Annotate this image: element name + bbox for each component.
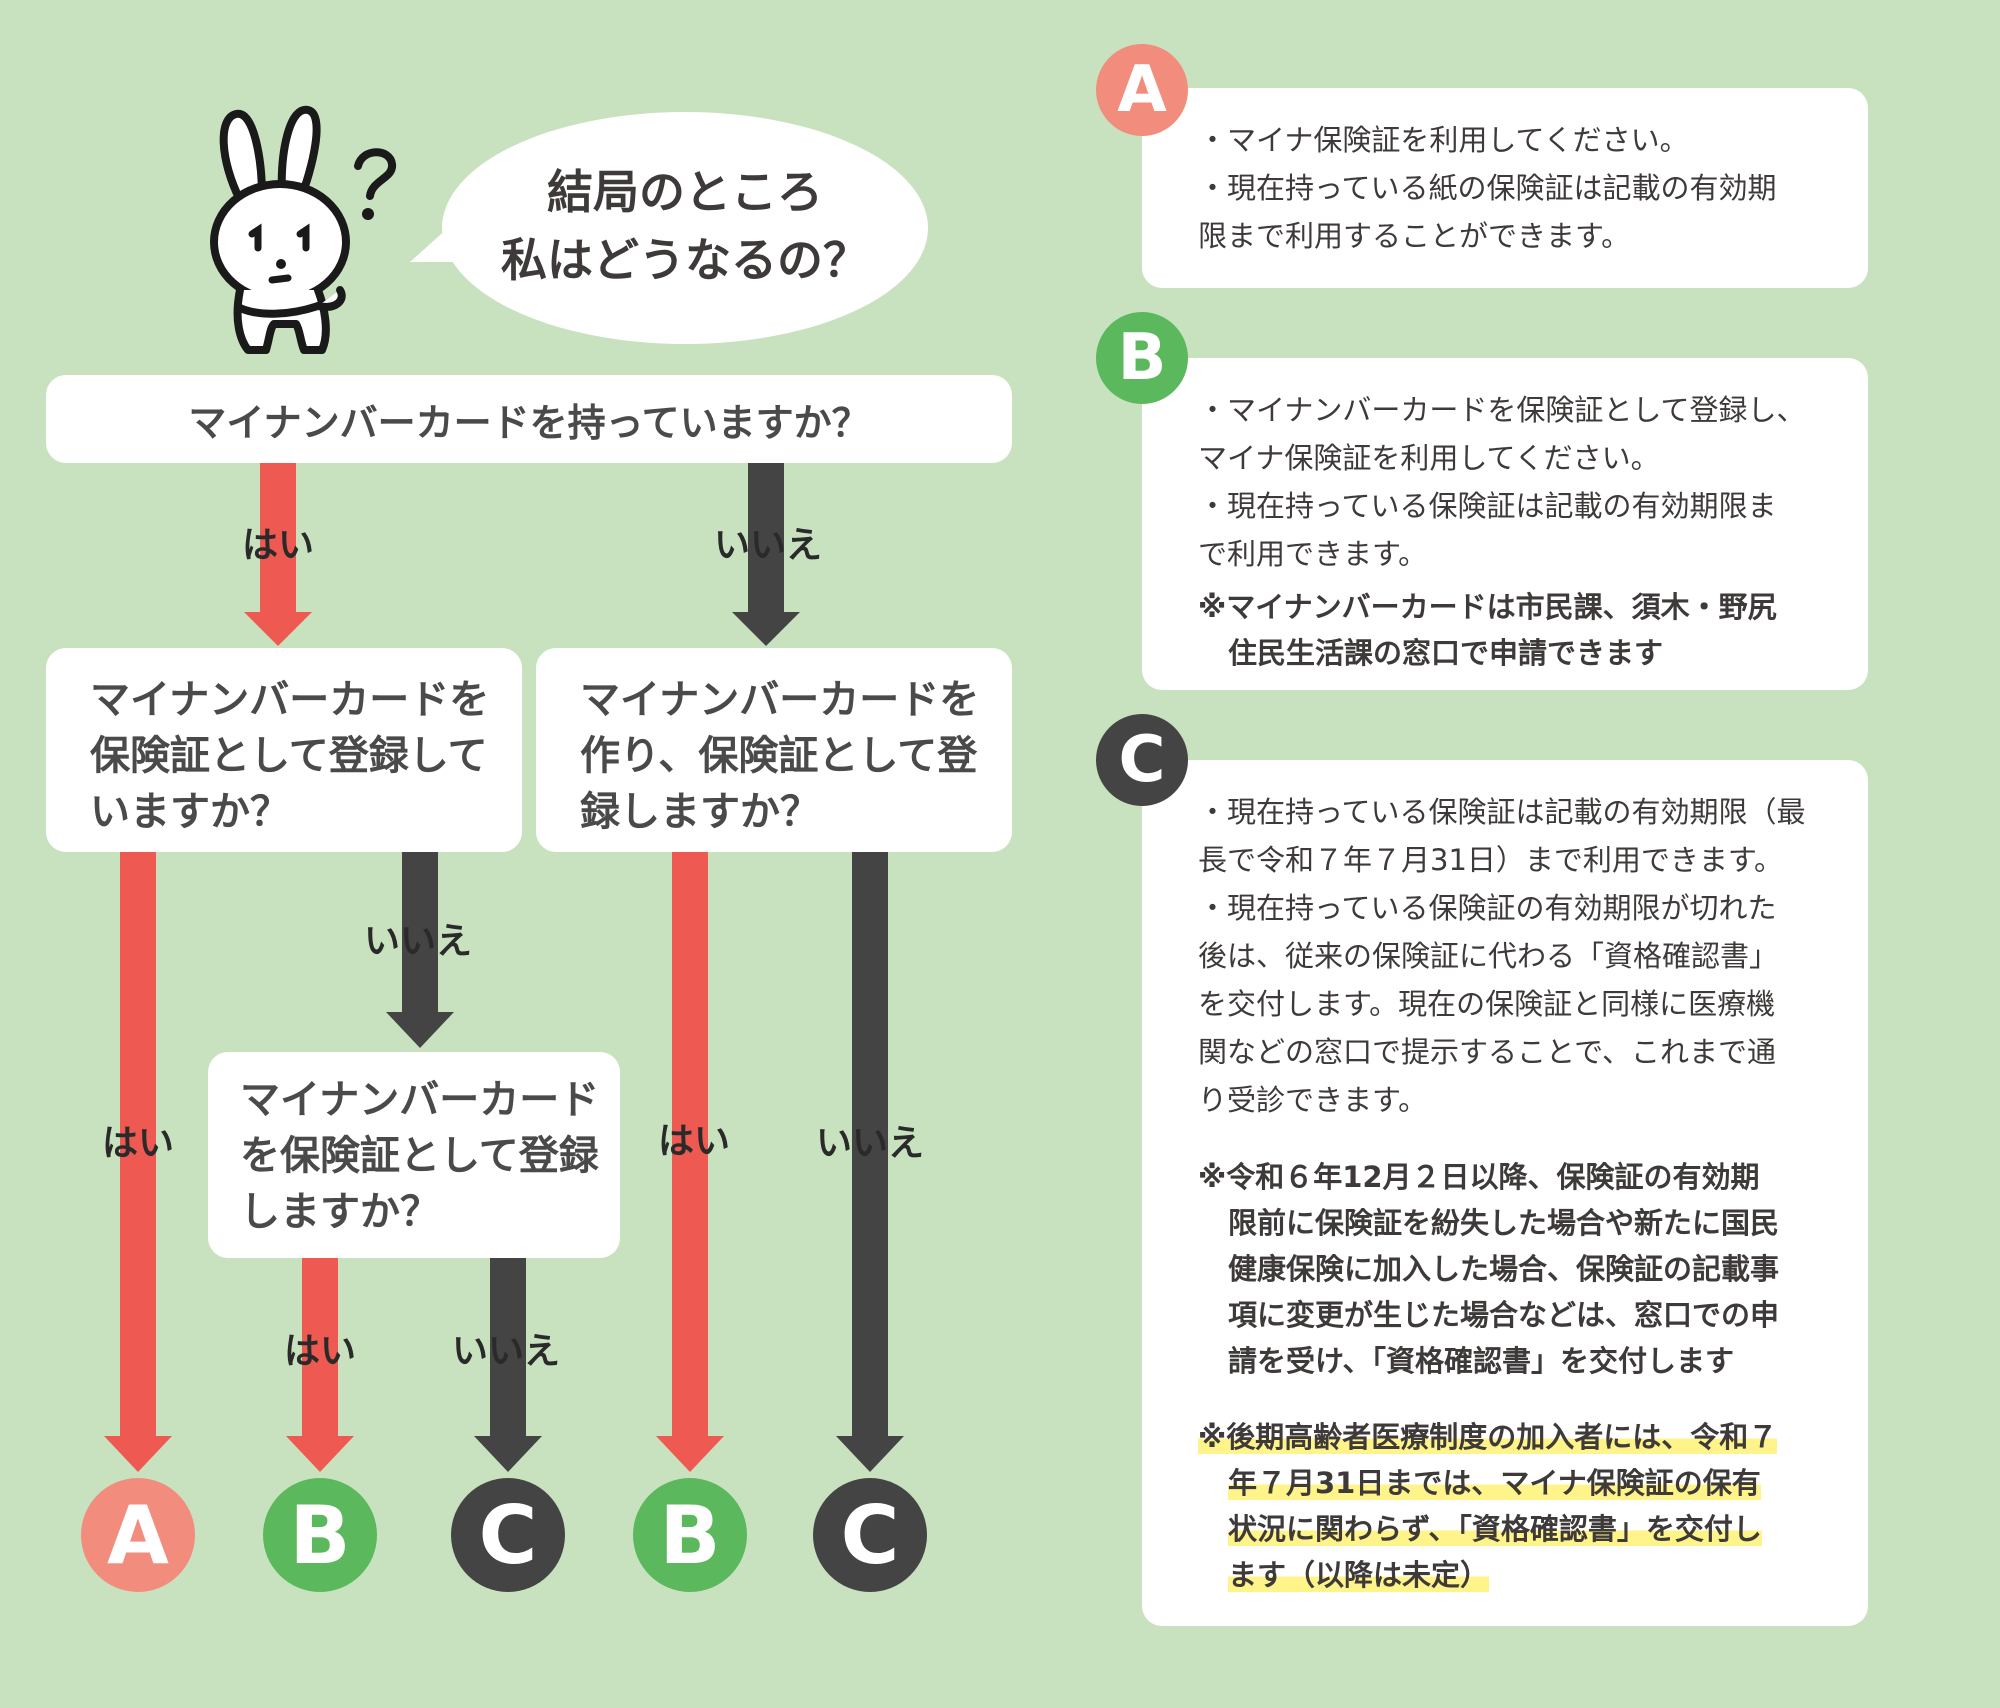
answer-c-note-line: 項に変更が生じた場合などは、窓口での申 <box>1228 1298 1780 1332</box>
question-1-line: いますか？ <box>90 789 290 835</box>
answer-c-note-line: 請を受け、「資格確認書」を交付します <box>1228 1344 1735 1378</box>
answer-c-note-2: ※後期高齢者医療制度の加入者には、令和７ 年７月31日までは、マイナ保険証の保有… <box>1198 1414 1828 1598</box>
question-3-line: しますか？ <box>240 1189 440 1235</box>
question-2-line: マイナンバーカードを <box>580 677 980 723</box>
answer-c-line: ・現在持っている保険証は記載の有効期限（最 <box>1198 795 1806 829</box>
arrow-q2-no <box>836 852 904 1472</box>
outcome-b-badge: B <box>263 1478 377 1592</box>
answer-b-badge: B <box>1096 312 1188 404</box>
label-yes: はい <box>283 1331 357 1372</box>
outcome-b-badge: B <box>633 1478 747 1592</box>
answer-b-line: ・現在持っている保険証は記載の有効期限ま <box>1198 489 1777 523</box>
answer-a-line: ・現在持っている紙の保険証は記載の有効期 <box>1198 171 1777 205</box>
label-no: いいえ <box>713 525 823 566</box>
answer-c-line: り受診できます。 <box>1198 1083 1428 1117</box>
speech-bubble-text: 結局のところ 私はどうなるの？ <box>442 158 928 294</box>
arrow-q1-yes <box>104 852 172 1472</box>
question-3-line: マイナンバーカード <box>240 1077 600 1123</box>
answer-c-line: を交付します。現在の保険証と同様に医療機 <box>1198 987 1776 1021</box>
question-2: マイナンバーカードを 作り、保険証として登 録しますか？ <box>536 648 1012 852</box>
question-3: マイナンバーカード を保険証として登録 しますか？ <box>208 1052 620 1258</box>
arrow-main-no <box>732 463 800 646</box>
answer-c-highlight-line: 年７月31日までは、マイナ保険証の保有 <box>1228 1466 1761 1500</box>
question-2-line: 作り、保険証として登 <box>580 733 978 779</box>
question-1-line: マイナンバーカードを <box>90 677 490 723</box>
answer-c-badge: C <box>1096 714 1188 806</box>
arrow-q2-yes <box>656 852 724 1472</box>
answer-c-highlight-line: ます（以降は未定） <box>1228 1558 1490 1592</box>
question-1-line: 保険証として登録して <box>90 733 488 779</box>
answer-b-note-line: 住民生活課の窓口で申請できます <box>1228 636 1664 670</box>
answer-c-note-line: 健康保険に加入した場合、保険証の記載事 <box>1228 1252 1780 1286</box>
arrow-q1-no <box>386 852 454 1048</box>
label-yes: はい <box>657 1121 731 1162</box>
answer-c-line: 関などの窓口で提示することで、これまで通 <box>1198 1035 1776 1069</box>
outcome-a-badge: A <box>81 1478 195 1592</box>
answer-c-note-line: 限前に保険証を紛失した場合や新たに国民 <box>1228 1206 1780 1240</box>
rabbit-mascot-icon <box>210 105 396 354</box>
question-3-line: を保険証として登録 <box>240 1133 599 1179</box>
label-no: いいえ <box>815 1123 925 1164</box>
answer-c-line: 長で令和７年７月31日）まで利用できます。 <box>1198 843 1784 877</box>
answer-b-line: ・マイナンバーカードを保険証として登録し、 <box>1198 393 1806 427</box>
answer-c-note-line: ※令和６年12月２日以降、保険証の有効期 <box>1198 1160 1760 1194</box>
label-yes: はい <box>101 1123 175 1164</box>
answer-b-panel: ・マイナンバーカードを保険証として登録し、 マイナ保険証を利用してください。 ・… <box>1142 358 1868 690</box>
question-2-line: 録しますか？ <box>580 789 820 835</box>
bubble-line-2: 私はどうなるの？ <box>501 233 869 287</box>
question-main: マイナンバーカードを持っていますか？ <box>46 375 1012 463</box>
arrow-main-yes <box>244 463 312 646</box>
bubble-line-1: 結局のところ <box>547 165 823 219</box>
question-main-text: マイナンバーカードを持っていますか？ <box>188 400 870 445</box>
answer-c-panel: ・現在持っている保険証は記載の有効期限（最 長で令和７年７月31日）まで利用でき… <box>1142 760 1868 1626</box>
arrow-q3-no <box>474 1258 542 1472</box>
speech-bubble <box>442 112 928 344</box>
label-no: いいえ <box>451 1331 561 1372</box>
answer-a-badge: A <box>1096 44 1188 136</box>
answer-b-note-line: ※マイナンバーカードは市民課、須木・野尻 <box>1198 590 1777 624</box>
answer-b-line: で利用できます。 <box>1198 537 1428 571</box>
answer-c-highlight-line: ※後期高齢者医療制度の加入者には、令和７ <box>1198 1420 1778 1454</box>
answer-a-line: ・マイナ保険証を利用してください。 <box>1198 123 1689 157</box>
answer-c-highlight-line: 状況に関わらず、「資格確認書」を交付し <box>1228 1512 1762 1546</box>
answer-c-line: 後は、従来の保険証に代わる「資格確認書」 <box>1198 939 1779 973</box>
arrow-q3-yes <box>286 1258 354 1472</box>
answer-b-line: マイナ保険証を利用してください。 <box>1198 441 1660 475</box>
answer-b-note: ※マイナンバーカードは市民課、須木・野尻 住民生活課の窓口で申請できます <box>1198 584 1828 676</box>
label-no: いいえ <box>363 921 473 962</box>
outcome-c-badge: C <box>813 1478 927 1592</box>
answer-c-line: ・現在持っている保険証の有効期限が切れた <box>1198 891 1777 925</box>
answer-a-panel: ・マイナ保険証を利用してください。 ・現在持っている紙の保険証は記載の有効期 限… <box>1142 88 1868 288</box>
label-yes: はい <box>241 525 315 566</box>
outcome-c-badge: C <box>451 1478 565 1592</box>
question-1: マイナンバーカードを 保険証として登録して いますか？ <box>46 648 522 852</box>
answer-c-note-1: ※令和６年12月２日以降、保険証の有効期 限前に保険証を紛失した場合や新たに国民… <box>1198 1154 1828 1384</box>
answer-a-line: 限まで利用することができます。 <box>1198 219 1631 253</box>
